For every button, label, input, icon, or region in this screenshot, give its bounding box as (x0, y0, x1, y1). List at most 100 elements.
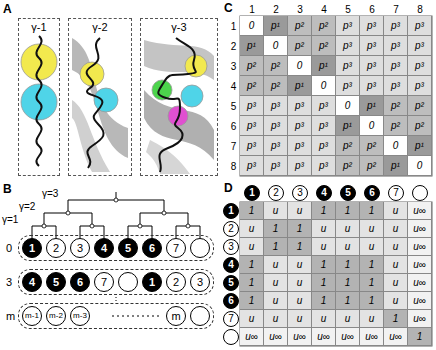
matrix-cell: 1 (312, 202, 336, 220)
matrix-cell: u∞ (240, 328, 264, 346)
level-label: γ=2 (19, 200, 43, 212)
locus-number: 2 (228, 224, 234, 234)
locus-number: 7 (173, 243, 179, 254)
matrix-cell: u∞ (408, 220, 432, 238)
locus-number: 4 (228, 260, 234, 270)
panel-letter: D (224, 181, 236, 195)
empty-circle (118, 272, 138, 292)
matrix-cell: p³ (264, 136, 288, 156)
matrix-cell: u∞ (384, 328, 408, 346)
matrix-cell: u (336, 310, 360, 328)
matrix-cell: p² (384, 96, 408, 116)
locus-circle: 3 (292, 185, 308, 201)
matrix-cell: p³ (264, 116, 288, 136)
matrix-cell: u∞ (408, 238, 432, 256)
matrix-cell: 1 (240, 274, 264, 292)
locus-circle: 6 (364, 185, 380, 201)
locus-number: 4 (101, 243, 107, 254)
cyan-domain (181, 85, 203, 107)
column-index: 4 (312, 3, 336, 15)
matrix-cell: p² (336, 156, 360, 176)
matrix-cell: u (312, 238, 336, 256)
matrix-cell: p¹ (240, 36, 264, 56)
matrix-cell: 1 (360, 202, 384, 220)
matrix-cell: u (384, 274, 408, 292)
matrix-cell: p³ (408, 76, 432, 96)
matrix-cell: p² (288, 16, 312, 36)
locus-circle: 7 (388, 185, 404, 201)
level-label: γ=1 (2, 213, 26, 225)
matrix-cell: p² (312, 36, 336, 56)
matrix-cell: p³ (312, 96, 336, 116)
row-index: 1 (227, 16, 240, 36)
empty-circle (412, 185, 428, 201)
empty-circle (190, 306, 210, 326)
matrix-cell: p¹ (408, 136, 432, 156)
row-index: 5 (227, 96, 240, 116)
locus-circle: 5 (340, 185, 356, 201)
locus-number: 3 (197, 277, 203, 288)
matrix-cell: p³ (240, 116, 264, 136)
matrix-cell: p³ (312, 136, 336, 156)
matrix-cell: p³ (312, 156, 336, 176)
matrix-cell: p³ (288, 156, 312, 176)
locus-number: 7 (393, 188, 399, 198)
locus-number: 3 (77, 243, 83, 254)
row-frame: mm-1m-2m-3m (18, 303, 214, 329)
matrix-cell: p³ (384, 16, 408, 36)
matrix-cell: u∞ (408, 274, 432, 292)
locus-number: 5 (228, 278, 234, 288)
panel-letter: A (3, 2, 15, 16)
matrix-cell: p² (288, 36, 312, 56)
matrix-cell: u (264, 310, 288, 328)
locus-number: m (171, 311, 180, 322)
matrix-cell: p² (264, 56, 288, 76)
matrix-cell: p³ (360, 36, 384, 56)
matrix-frame (240, 202, 432, 346)
matrix-cell: p² (240, 56, 264, 76)
matrix-cell: 0 (240, 16, 264, 36)
matrix-cell: u (288, 202, 312, 220)
locus-number: 1 (228, 206, 234, 216)
matrix-cell: p¹ (336, 116, 360, 136)
empty-circle (190, 238, 210, 258)
row-gap-dots (116, 297, 117, 301)
locus-circle: 7 (166, 238, 186, 258)
panel-letter: B (3, 182, 15, 196)
row-index: 8 (227, 156, 240, 176)
locus-number: 7 (228, 314, 234, 324)
panel-title: γ-1 (19, 21, 59, 33)
matrix-cell: 1 (360, 292, 384, 310)
matrix-cell: p³ (408, 16, 432, 36)
matrix-cell: u (288, 256, 312, 274)
column-index: 7 (384, 3, 408, 15)
matrix-cell: u∞ (408, 202, 432, 220)
matrix-cell: p² (360, 156, 384, 176)
locus-circle: 5 (46, 272, 66, 292)
locus-circle: 6 (142, 238, 162, 258)
matrix-cell: p² (384, 116, 408, 136)
matrix-cell: u (336, 238, 360, 256)
locus-circle: 1 (22, 238, 42, 258)
locus-circle: 7 (94, 272, 114, 292)
matrix-cell: p¹ (264, 16, 288, 36)
matrix-cell: 0 (408, 156, 432, 176)
locus-number: m-3 (73, 312, 87, 320)
matrix-cell: p³ (384, 36, 408, 56)
matrix-cell: u∞ (264, 328, 288, 346)
matrix-cell: u (360, 238, 384, 256)
matrix-cell: p³ (384, 56, 408, 76)
locus-circle: 1 (142, 272, 162, 292)
matrix-cell: p³ (336, 36, 360, 56)
matrix-cell: u (312, 310, 336, 328)
matrix-cell: 0 (288, 56, 312, 76)
matrix-cell: u (336, 220, 360, 238)
row-index: 7 (227, 136, 240, 156)
matrix-cell: 0 (336, 96, 360, 116)
matrix-cell: p³ (408, 36, 432, 56)
matrix-cell: 1 (312, 274, 336, 292)
locus-number: 2 (173, 277, 179, 288)
matrix-cell: p³ (312, 116, 336, 136)
matrix-cell: u (384, 292, 408, 310)
